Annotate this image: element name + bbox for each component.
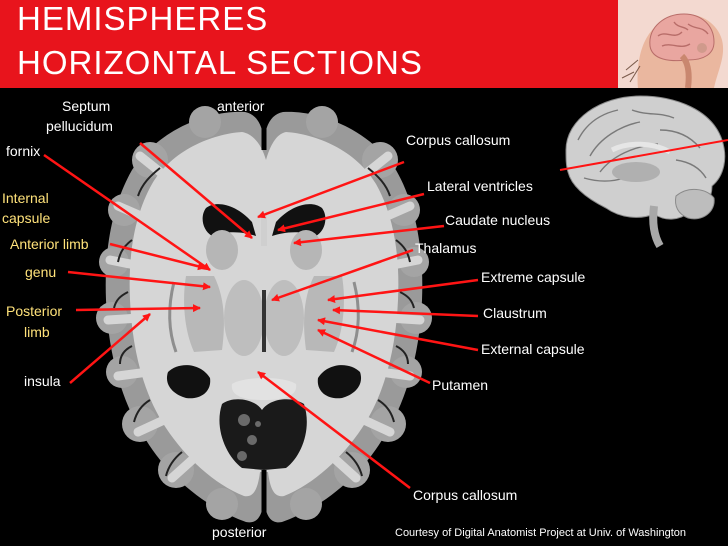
pointer-arrows xyxy=(43,142,479,489)
label-limb: limb xyxy=(24,324,50,340)
arrow-genu xyxy=(67,270,211,291)
label-posterior: Posterior xyxy=(6,303,63,319)
slide-title-line2: HORIZONTAL SECTIONS xyxy=(17,44,423,81)
label-corpus-callosum-top: Corpus callosum xyxy=(406,132,511,148)
label-caudate-nucleus: Caudate nucleus xyxy=(445,212,551,228)
label-pellucidum: pellucidum xyxy=(46,118,113,134)
arrow-posterior-limb xyxy=(75,304,201,313)
label-capsule: capsule xyxy=(2,210,51,226)
arrow-septum-pellucidum xyxy=(139,142,253,239)
label-septum: Septum xyxy=(62,98,111,114)
label-genu: genu xyxy=(25,264,57,280)
arrow-claustrum xyxy=(332,306,479,318)
label-putamen: Putamen xyxy=(432,377,489,393)
label-insula: insula xyxy=(24,373,61,389)
arrow-caudate-nucleus xyxy=(293,224,445,247)
arrow-external-capsule xyxy=(317,317,479,352)
label-extreme-capsule: Extreme capsule xyxy=(481,269,586,285)
label-anterior: anterior xyxy=(217,98,265,114)
arrow-anterior-limb xyxy=(109,242,206,271)
arrow-extreme-capsule xyxy=(327,278,479,304)
arrow-putamen xyxy=(317,328,431,385)
label-internal: Internal xyxy=(2,190,49,206)
label-fornix: fornix xyxy=(6,143,41,159)
arrow-corpus-callosum-top xyxy=(257,160,405,219)
label-external-capsule: External capsule xyxy=(481,341,585,357)
arrow-lateral-ventricles xyxy=(277,192,425,233)
head-illustration xyxy=(618,0,728,88)
arrow-thalamus xyxy=(271,248,414,302)
arrow-fornix xyxy=(43,153,211,272)
arrow-insula xyxy=(69,313,151,384)
title-banner: HEMISPHERES HORIZONTAL SECTIONS xyxy=(0,0,728,88)
label-thalamus: Thalamus xyxy=(415,240,477,256)
brain-horizontal-section xyxy=(96,106,432,524)
label-posterior-bottom: posterior xyxy=(212,524,267,540)
sagittal-brain-illustration xyxy=(559,95,728,249)
arrow-corpus-callosum-bottom xyxy=(257,371,411,489)
slide-title-line1: HEMISPHERES xyxy=(17,0,269,37)
label-claustrum: Claustrum xyxy=(483,305,547,321)
label-lateral-ventricles: Lateral ventricles xyxy=(427,178,533,194)
label-anterior-limb: Anterior limb xyxy=(10,236,89,252)
label-corpus-callosum-bottom: Corpus callosum xyxy=(413,487,518,503)
image-credit: Courtesy of Digital Anatomist Project at… xyxy=(395,527,687,539)
